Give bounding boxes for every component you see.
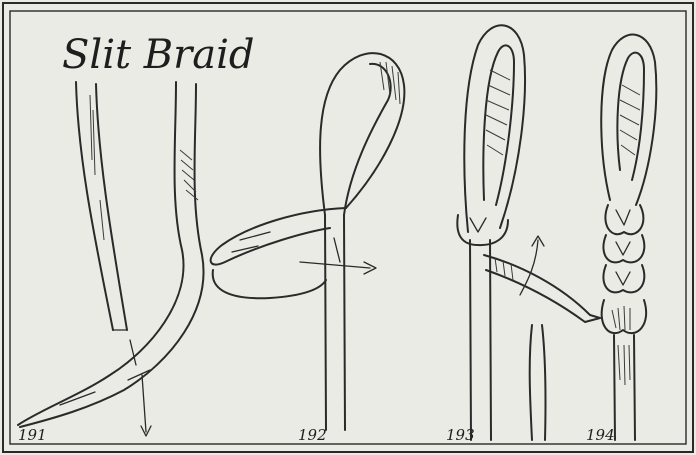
figure-number-193: 193 [446,426,475,444]
figure-number-192: 192 [298,426,327,444]
figure-number-194: 194 [586,426,615,444]
page-title: Slit Braid [62,32,255,78]
figure-number-191: 191 [18,426,47,444]
